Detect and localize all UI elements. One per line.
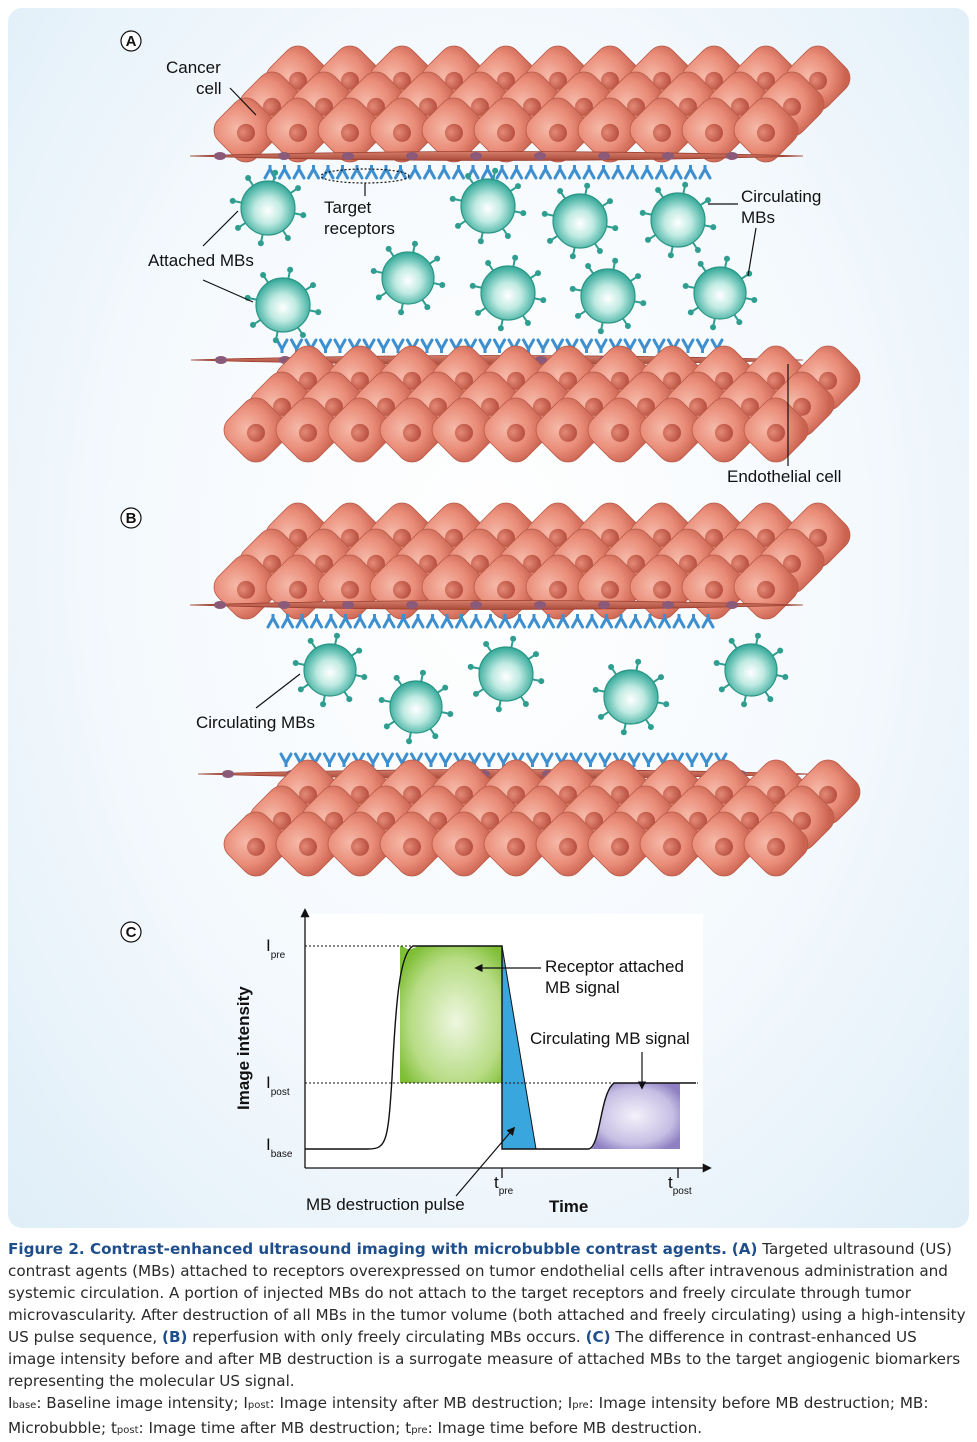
cancer-cell: [317, 97, 383, 163]
cancer-cell: [369, 97, 435, 163]
cancer-cell: [275, 397, 341, 463]
cancer-cell: [587, 397, 653, 463]
cancer-cell-label-2: cell: [196, 79, 222, 98]
microbubble: [682, 255, 758, 331]
cancer-cell: [431, 397, 497, 463]
cancer-cell: [587, 811, 653, 877]
figure-illustration: A Cancer cell Target receptors Attached …: [120, 30, 861, 1216]
cancer-cell: [483, 397, 549, 463]
target-receptors-label-2: receptors: [324, 219, 395, 238]
cancer-cell: [639, 397, 705, 463]
microbubble: [244, 266, 322, 344]
cancer-cell: [379, 811, 445, 877]
receptor-signal-label: Receptor attached: [545, 957, 684, 976]
receptor-row-bottom-b: [279, 752, 728, 767]
destruction-pulse-label: MB destruction pulse: [306, 1195, 465, 1214]
circulating-mbs-label-a-2: MBs: [741, 208, 775, 227]
panel-c-chart: C Ipre Ipost Ibase tpre tpost Image inte…: [120, 908, 712, 1216]
cancer-cell: [691, 397, 757, 463]
caption-key-b: (B): [162, 1328, 188, 1346]
panel-letter-a: A: [126, 33, 137, 50]
endothelial-cell-label: Endothelial cell: [727, 467, 841, 486]
figure-caption: Figure 2. Contrast-enhanced ultrasound i…: [8, 1238, 966, 1442]
i-base-label: Ibase: [266, 1135, 293, 1160]
endothelial-layer-top-b: [189, 600, 804, 610]
t-post-label: tpost: [668, 1173, 692, 1197]
receptor-signal-area: [400, 946, 502, 1083]
x-axis-label: Time: [549, 1197, 588, 1216]
receptor-row-top-b: [266, 614, 715, 629]
cancer-cell: [743, 397, 809, 463]
cancer-cell: [421, 97, 487, 163]
cancer-cell: [629, 97, 695, 163]
cancer-cell: [743, 811, 809, 877]
cancer-cell-layer-top-a: [213, 45, 851, 163]
cancer-cell: [265, 97, 331, 163]
receptor-row-bottom-a: [275, 338, 724, 353]
cancer-cell: [639, 811, 705, 877]
caption-key-a: (A): [731, 1240, 758, 1258]
microbubble: [592, 658, 670, 736]
i-post-label: Ipost: [266, 1073, 290, 1098]
microbubble: [449, 167, 527, 245]
caption-abbreviations: Ibase: Baseline image intensity; Ipost: …: [8, 1394, 929, 1437]
panel-a-labels: A Cancer cell Target receptors Attached …: [120, 30, 841, 486]
cancer-cell-label: Cancer: [166, 58, 221, 77]
t-pre-label: tpre: [494, 1173, 514, 1197]
cancer-cell: [535, 811, 601, 877]
panel-letter-circle: [120, 30, 142, 52]
cancer-cell: [275, 811, 341, 877]
microbubble: [713, 632, 789, 708]
cancer-cell: [473, 97, 539, 163]
cancer-cell: [223, 811, 289, 877]
cancer-cell: [535, 397, 601, 463]
microbubble: [370, 240, 446, 316]
cancer-cell: [733, 97, 799, 163]
cancer-cell: [379, 397, 445, 463]
cancer-cell: [733, 554, 799, 620]
microbubble: [541, 182, 619, 260]
target-receptors-label: Target: [324, 198, 372, 217]
circulating-signal-area: [590, 1083, 680, 1149]
cancer-cell: [431, 811, 497, 877]
receptor-row-top-a: [263, 165, 712, 180]
microbubble: [569, 257, 647, 335]
cancer-cell: [691, 811, 757, 877]
cancer-cell: [223, 397, 289, 463]
caption-text-b: reperfusion with only freely circulating…: [187, 1328, 586, 1346]
circulating-signal-label: Circulating MB signal: [530, 1029, 690, 1048]
i-pre-label: Ipre: [266, 936, 286, 961]
cancer-cell-leader: [229, 87, 257, 116]
panel-letter-b: B: [126, 510, 137, 527]
cancer-cell: [525, 97, 591, 163]
y-axis-label: Image intensity: [234, 986, 253, 1110]
cancer-cell: [577, 97, 643, 163]
figure-panel: A Cancer cell Target receptors Attached …: [8, 8, 969, 1228]
microbubble: [467, 635, 545, 713]
cancer-cell: [483, 811, 549, 877]
cancer-cell: [681, 97, 747, 163]
cancer-cell: [327, 811, 393, 877]
receptor-signal-label-2: MB signal: [545, 978, 620, 997]
panel-letter-c: C: [126, 924, 137, 941]
cancer-cell: [213, 97, 279, 163]
microbubble: [229, 169, 307, 247]
cancer-cell-layer-bottom-b: [223, 759, 861, 877]
microbubble: [292, 632, 368, 708]
microbubble: [639, 181, 717, 259]
caption-key-c: (C): [585, 1328, 611, 1346]
endothelial-layer-top-a: [189, 151, 804, 161]
cancer-cell-layer-bottom-a: [223, 345, 861, 463]
attached-mbs-label: Attached MBs: [148, 251, 254, 270]
circulating-mbs-label-a: Circulating: [741, 187, 821, 206]
circulating-mbs-label-b: Circulating MBs: [196, 713, 315, 732]
microbubble: [469, 254, 547, 332]
panel-b-labels: B Circulating MBs: [120, 507, 315, 732]
cancer-cell: [327, 397, 393, 463]
microbubble: [378, 669, 454, 745]
caption-text-c: The difference in contrast-enhanced US i…: [8, 1328, 961, 1390]
caption-title: Figure 2. Contrast-enhanced ultrasound i…: [8, 1240, 727, 1258]
caption-text-a: Targeted ultrasound (US) contrast agents…: [8, 1240, 966, 1346]
signal-curve: [305, 945, 696, 1150]
